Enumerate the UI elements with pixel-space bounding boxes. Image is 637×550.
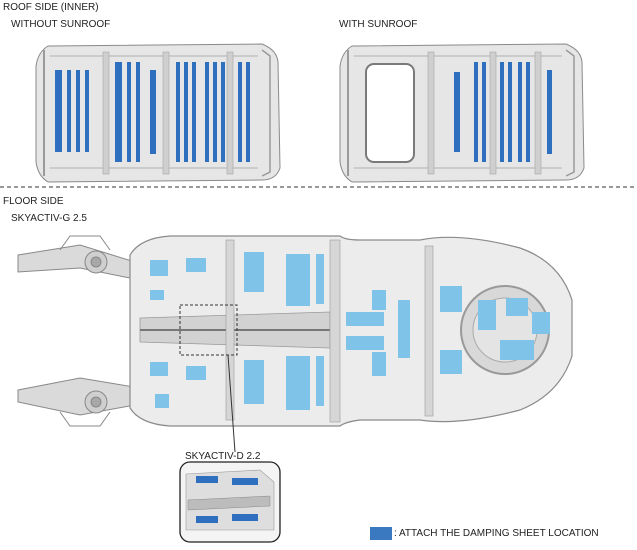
sunroof-opening xyxy=(365,63,415,163)
legend-swatch xyxy=(370,527,392,540)
roof-panel-without-sunroof xyxy=(35,43,281,183)
skyactiv-g-label: SKYACTIV-G 2.5 xyxy=(11,213,87,224)
floor-damping-sheets xyxy=(150,252,550,410)
floor-side-title: FLOOR SIDE xyxy=(3,196,64,207)
floor-panel xyxy=(17,235,573,427)
skyactiv-d-inset xyxy=(179,461,281,543)
front-suspension-arms xyxy=(17,235,141,427)
detail-region-box xyxy=(179,304,238,356)
without-sunroof-label: WITHOUT SUNROOF xyxy=(11,19,111,30)
roof-panel-with-sunroof xyxy=(339,43,585,183)
roof-damping-sheets-a xyxy=(55,62,250,162)
skyactiv-d-label: SKYACTIV-D 2.2 xyxy=(185,451,261,462)
legend-text: : ATTACH THE DAMPING SHEET LOCATION xyxy=(394,528,599,539)
callout-leader xyxy=(227,354,236,453)
roof-side-title: ROOF SIDE (INNER) xyxy=(3,2,99,13)
with-sunroof-label: WITH SUNROOF xyxy=(339,19,418,30)
roof-damping-sheets-b xyxy=(454,62,552,162)
